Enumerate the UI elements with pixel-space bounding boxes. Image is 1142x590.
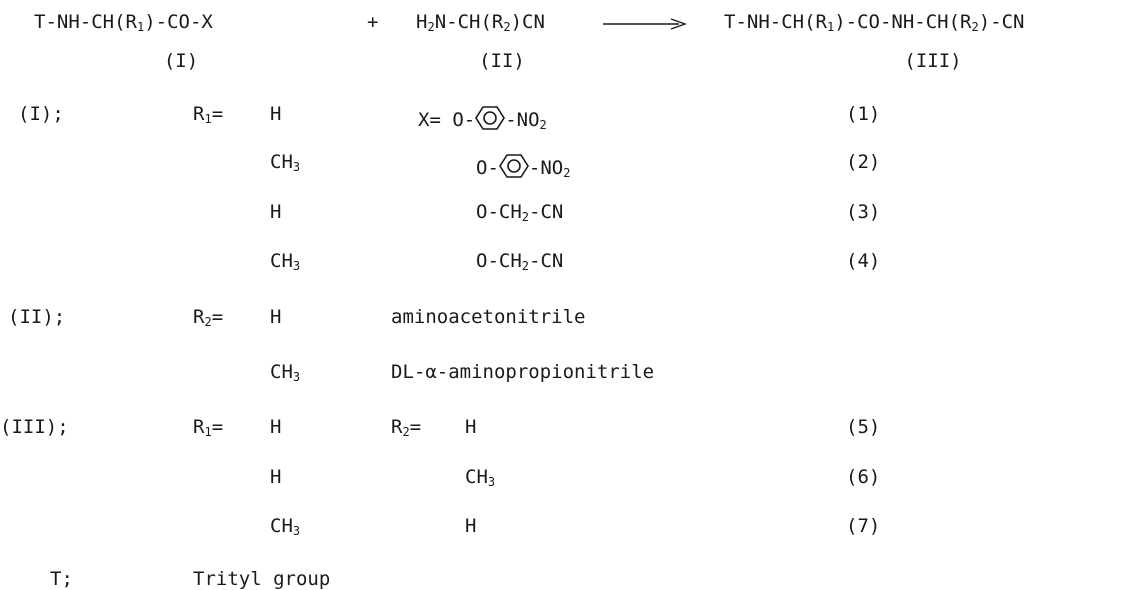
ch-sub: 3 <box>292 524 301 538</box>
reactant-2-text-b: N-CH(R <box>434 11 504 33</box>
group-ii-row-2-name: DL-α-aminopropionitrile <box>391 361 655 383</box>
ch-text: CH <box>270 361 293 383</box>
reactant-2-label: (II) <box>479 50 525 72</box>
group-i-row-3-x: O-CH2-CN <box>476 201 564 224</box>
r2-sub: 2 <box>204 315 212 329</box>
group-i-row-2-x: O- -NO2 <box>476 153 570 179</box>
ch-sub: 3 <box>292 160 301 174</box>
group-ii-row-2-r: CH3 <box>270 361 301 384</box>
group-iii-row-1-num: (5) <box>846 416 881 438</box>
x-a: O-CH <box>476 201 522 223</box>
group-i-row-1-x: X= O- -NO2 <box>418 105 547 131</box>
x-post: -NO <box>505 109 540 131</box>
x-sub: 2 <box>521 259 529 273</box>
product-text-a: T-NH-CH(R <box>724 11 827 33</box>
reactant-1-label: (I) <box>163 50 199 72</box>
r1-letter: R <box>193 416 205 438</box>
trityl-label: T; <box>50 568 73 590</box>
x-b: -CN <box>529 201 564 223</box>
r1-eq: = <box>211 103 224 125</box>
plus-sign: + <box>367 11 379 33</box>
r1-sub: 1 <box>204 425 212 439</box>
product-text-b: )-CO-NH-CH(R <box>834 11 972 33</box>
reactant-2-sub-a: 2 <box>427 20 435 34</box>
x-post-sub: 2 <box>539 118 547 132</box>
reaction-arrow <box>603 18 688 30</box>
ch-text: CH <box>465 466 488 488</box>
ch-sub: 3 <box>292 259 301 273</box>
group-iii-row-3-r2: H <box>465 515 477 537</box>
group-iii-label: (III); <box>0 416 69 438</box>
r2-sub: 2 <box>402 425 410 439</box>
x-pre: O- <box>452 109 476 131</box>
group-iii-row-2-r1: H <box>270 466 282 488</box>
product-sub-a: 1 <box>826 20 835 34</box>
r1-sub: 1 <box>204 112 212 126</box>
product-label: (III) <box>904 50 962 72</box>
x-post-sub: 2 <box>563 166 571 180</box>
r2-eq: = <box>409 416 422 438</box>
ch-text: CH <box>270 151 293 173</box>
x-sub: 2 <box>521 210 529 224</box>
group-iii-r1-label: R1= <box>193 416 224 439</box>
ch-text: CH <box>270 515 293 537</box>
x-a: O-CH <box>476 250 522 272</box>
reactant-1-sub: 1 <box>136 20 145 34</box>
group-iii-row-2-num: (6) <box>846 466 881 488</box>
x-b: -CN <box>529 250 564 272</box>
group-ii-row-1-r: H <box>270 306 282 328</box>
group-i-row-3-num: (3) <box>846 201 881 223</box>
group-i-r1-label: R1= <box>193 103 224 126</box>
group-i-row-2-r: CH3 <box>270 151 301 174</box>
group-i-row-1-r: H <box>270 103 282 125</box>
benzene-ring-icon <box>475 106 506 130</box>
reactant-1-text-b: )-CO-X <box>144 11 213 33</box>
product-formula: T-NH-CH(R1)-CO-NH-CH(R2)-CN <box>724 11 1025 34</box>
reactant-1-text-a: T-NH-CH(R <box>34 11 137 33</box>
x-post: -NO <box>528 157 564 179</box>
r1-letter: R <box>193 103 205 125</box>
group-ii-r2-label: R2= <box>193 306 224 329</box>
reactant-2-formula: H2N-CH(R2)CN <box>416 11 545 34</box>
group-iii-r2-label: R2= <box>391 416 422 439</box>
reactant-2-text-c: )CN <box>510 11 545 33</box>
ch-text: CH <box>270 250 293 272</box>
group-i-row-4-num: (4) <box>846 250 881 272</box>
ch-sub: 3 <box>487 475 496 489</box>
group-iii-row-3-num: (7) <box>846 515 881 537</box>
reactant-1-formula: T-NH-CH(R1)-CO-X <box>34 11 213 34</box>
reactant-2-text-a: H <box>416 11 428 33</box>
r1-eq: = <box>211 416 224 438</box>
r2-eq: = <box>211 306 224 328</box>
group-ii-row-1-name: aminoacetonitrile <box>391 306 586 328</box>
product-sub-b: 2 <box>971 20 979 34</box>
x-pre: O- <box>476 157 499 179</box>
r2-letter: R <box>193 306 205 328</box>
group-ii-label: (II); <box>8 306 66 328</box>
x-label: X= <box>418 109 453 131</box>
trityl-text: Trityl group <box>193 568 331 590</box>
group-i-label: (I); <box>18 103 64 125</box>
group-i-row-2-num: (2) <box>846 151 881 173</box>
reactant-2-sub-b: 2 <box>503 20 511 34</box>
r2-letter: R <box>391 416 403 438</box>
group-i-row-4-x: O-CH2-CN <box>476 250 564 273</box>
benzene-ring-icon <box>498 154 529 178</box>
group-i-row-3-r: H <box>270 201 282 223</box>
group-i-row-1-num: (1) <box>846 103 881 125</box>
product-text-c: )-CN <box>978 11 1025 33</box>
group-iii-row-1-r1: H <box>270 416 282 438</box>
group-i-row-4-r: CH3 <box>270 250 301 273</box>
group-iii-row-3-r1: CH3 <box>270 515 301 538</box>
group-iii-row-1-r2: H <box>465 416 477 438</box>
ch-sub: 3 <box>292 370 301 384</box>
group-iii-row-2-r2: CH3 <box>465 466 496 489</box>
